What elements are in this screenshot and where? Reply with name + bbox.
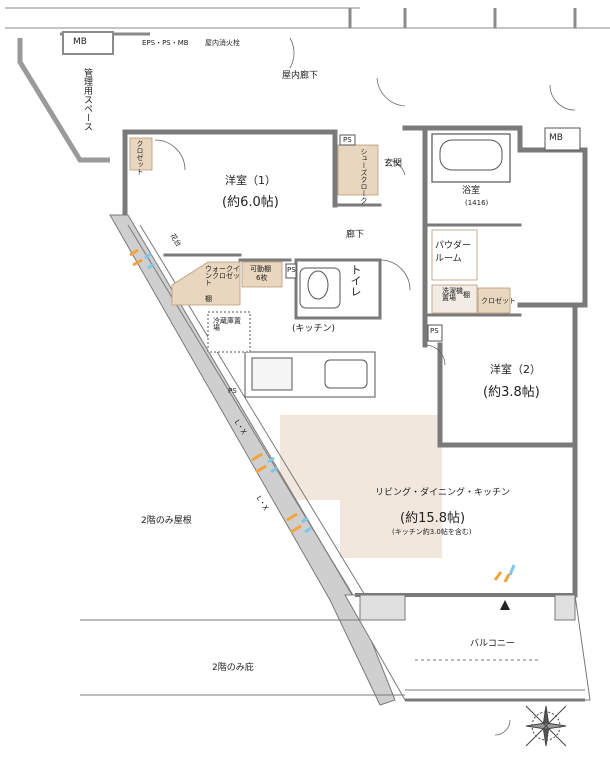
- movable-shelf-count: 6枚: [256, 274, 268, 282]
- mb-top-label: MB: [73, 37, 87, 47]
- closet-1-label: クロゼット: [136, 140, 144, 175]
- ps-4-label: PS: [228, 387, 237, 395]
- movable-shelf-label: 可動棚: [250, 265, 271, 273]
- walls: [122, 125, 588, 598]
- small-boxes: [285, 127, 581, 342]
- hallway-label: 廊下: [346, 230, 365, 240]
- bathtub: [431, 133, 511, 183]
- management-space-label: 管理用スペース: [82, 68, 92, 131]
- shoes-cloak-label: シューズクローク: [360, 148, 368, 204]
- indoor-corridor-label: 屋内廊下: [282, 71, 319, 81]
- western-room-2-label: 洋室（2）: [490, 363, 541, 376]
- western-room-1-label: 洋室（1）: [225, 174, 276, 187]
- balcony-area: [80, 593, 591, 702]
- ldk-floor-tint: [280, 415, 442, 558]
- roof-2f-label: 2階のみ屋根: [141, 516, 192, 526]
- ps-3-label: PS: [430, 327, 439, 335]
- fire-hydrant-label: 屋内消火栓: [205, 39, 240, 47]
- powder-room-label: パウダールーム: [435, 241, 472, 264]
- windows: [129, 248, 516, 610]
- eaves-2f-label: 2階のみ庇: [212, 663, 254, 673]
- bathroom-label: 浴室: [462, 186, 481, 196]
- kitchen-counter: [207, 311, 376, 398]
- eps-label: EPS・PS・MB: [142, 39, 189, 47]
- western-room-1-size: (約6.0帖): [222, 195, 279, 210]
- ldk-label: リビング・ダイニング・キッチン: [375, 488, 511, 498]
- storage-tints: [129, 137, 511, 314]
- balcony-label: バルコニー: [470, 639, 515, 649]
- shelf-1-label: 棚: [205, 295, 212, 303]
- mb-right-label: MB: [549, 133, 563, 143]
- toilet-label: トイレ: [349, 264, 362, 297]
- toilet-fixture: [299, 267, 341, 309]
- washing-machine-label: 洗濯機置場: [442, 287, 463, 302]
- bathroom-size-label: (1416): [465, 199, 489, 207]
- kitchen-label: (キッチン): [292, 324, 336, 334]
- shelf-2-label: 棚: [463, 291, 470, 299]
- ps-1-label: PS: [343, 136, 352, 144]
- closet-2-label: クロゼット: [481, 297, 516, 305]
- doors: [154, 37, 576, 736]
- ps-2-label: PS: [287, 266, 296, 274]
- outer-walls: [5, 7, 610, 163]
- ldk-size: (約15.8帖): [400, 511, 466, 526]
- walk-in-closet-label: ウォークインクロゼット: [205, 265, 240, 287]
- ldk-note: (キッチン約3.0帖を含む): [392, 528, 472, 536]
- compass-icon: [525, 705, 567, 747]
- western-room-2-size: (約3.8帖): [483, 385, 540, 400]
- fridge-label: 冷蔵庫置場: [213, 317, 241, 332]
- entrance-label: 玄関: [384, 159, 403, 169]
